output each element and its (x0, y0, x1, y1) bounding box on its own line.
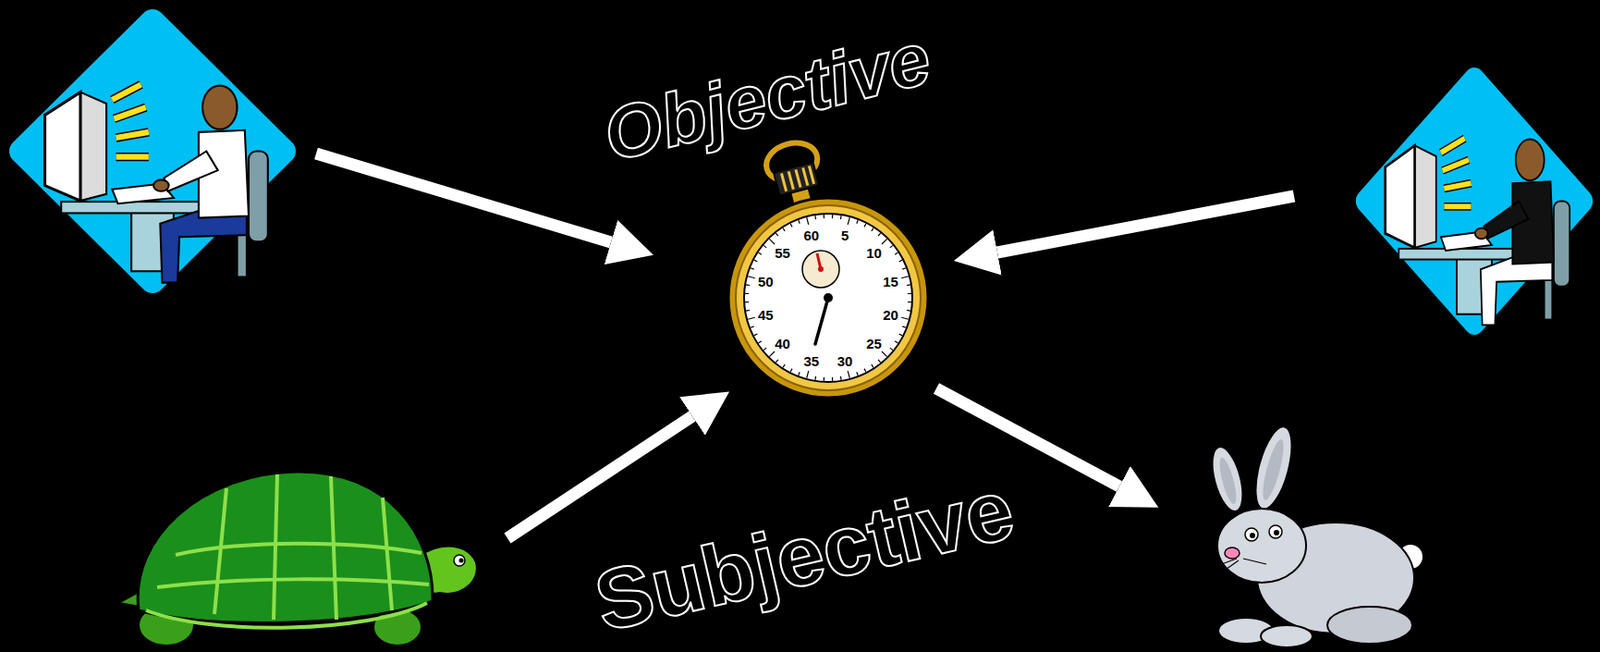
dial-tick (847, 217, 850, 225)
dial-tick (894, 252, 898, 255)
dial-tick (747, 317, 756, 319)
dial-tick (894, 341, 898, 343)
dial-tick (878, 232, 881, 236)
dial-tick (864, 223, 867, 228)
dial-tick (831, 214, 833, 219)
dial-tick (856, 371, 858, 376)
turtle (118, 471, 477, 646)
dial-tick (864, 368, 867, 373)
dial-tick (769, 351, 775, 357)
dial-tick (745, 309, 750, 312)
dial-tick (763, 347, 767, 351)
dial-tick (758, 341, 762, 343)
dial-tick (750, 326, 755, 328)
dial-number: 40 (774, 336, 791, 351)
dial-tick (901, 276, 909, 279)
arrows (316, 153, 1295, 538)
dial-tick (775, 359, 779, 363)
dial-tick (840, 215, 843, 220)
dial-tick (754, 259, 758, 262)
dial-number: 30 (837, 353, 854, 367)
worker-icon (1366, 79, 1583, 326)
dial-tick (745, 301, 749, 303)
worker-icon (22, 21, 284, 282)
dial-tick (806, 217, 809, 225)
dial-tick (747, 276, 756, 279)
dial-number: 5 (841, 228, 849, 243)
dial-tick (782, 228, 785, 232)
dial-tick (790, 368, 793, 373)
dial-tick (782, 364, 785, 367)
dial-tick (878, 359, 881, 363)
dial-tick (763, 244, 767, 248)
dial-tick (823, 377, 825, 381)
dial-tick (798, 371, 800, 376)
dial-tick (847, 370, 850, 379)
dial-tick (750, 268, 755, 269)
dial-tick (906, 283, 911, 286)
dial-tick (754, 333, 758, 336)
dial-tick (890, 244, 893, 248)
dial-number: 60 (804, 228, 820, 243)
rabbit (1206, 422, 1424, 648)
dial-number: 25 (866, 336, 882, 351)
axis-word: Objective (597, 21, 939, 174)
dial-number: 10 (866, 244, 882, 259)
dial-tick (806, 370, 809, 379)
dial-tick (790, 223, 793, 228)
dial-tick (814, 376, 817, 380)
dial-tick (745, 293, 749, 294)
dial-tick (881, 238, 888, 245)
dial-tick (901, 317, 909, 319)
dial-number: 45 (757, 307, 774, 322)
dial-number: 55 (774, 244, 791, 259)
dial-tick (871, 364, 874, 367)
dial-tick (906, 309, 911, 312)
dial-tick (899, 259, 904, 262)
dial-tick (823, 214, 825, 219)
dial-tick (745, 283, 750, 286)
dial-tick (881, 351, 888, 357)
dial-tick (902, 268, 906, 269)
dial-tick (775, 232, 779, 236)
stopwatch (696, 137, 929, 398)
dial-tick (907, 301, 912, 303)
dial-tick (907, 293, 912, 294)
dial-number: 15 (882, 273, 899, 288)
dial-tick (798, 219, 800, 224)
dial-number: 35 (804, 353, 820, 367)
dial-number: 20 (882, 307, 899, 322)
dial-tick (831, 377, 833, 381)
dial-tick (840, 376, 843, 380)
dial-tick (856, 219, 858, 224)
axis-word: Subjective (586, 464, 1021, 644)
dial-tick (902, 326, 906, 328)
dial-tick (769, 238, 775, 245)
dial-tick (758, 252, 762, 255)
dial-tick (890, 347, 893, 351)
dial-tick (899, 333, 904, 336)
dial-tick (814, 215, 817, 220)
dial-tick (871, 228, 874, 232)
dial-number: 50 (757, 273, 774, 288)
